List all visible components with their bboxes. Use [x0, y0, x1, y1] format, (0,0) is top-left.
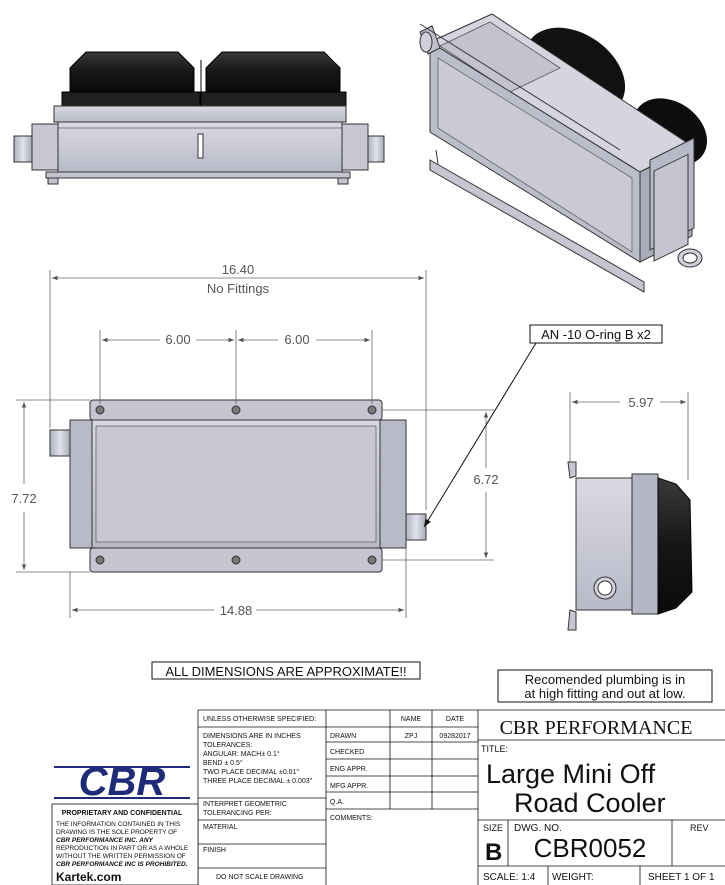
unless-specified: UNLESS OTHERWISE SPECIFIED: — [203, 716, 316, 723]
title-line-2: Road Cooler — [514, 788, 666, 818]
size-value: B — [485, 839, 502, 866]
angular-tolerance: ANGULAR: MACH± 0.1° — [203, 750, 280, 758]
top-view — [13, 51, 385, 185]
dim-body-length: 14.88 — [220, 603, 253, 618]
comments-label: COMMENTS: — [330, 815, 373, 822]
dwg-no-label: DWG. NO. — [514, 823, 562, 834]
logo-text: CBR — [79, 760, 166, 804]
isometric-view — [419, 13, 708, 293]
dim-spacing-left: 6.00 — [165, 332, 190, 347]
title-block — [197, 709, 725, 885]
website: Kartek.com — [56, 870, 121, 884]
finish-label: FINISH — [203, 847, 226, 854]
proprietary-block: PROPRIETARY AND CONFIDENTIAL THE INFORMA… — [51, 803, 199, 885]
plumbing-note-line-2: at high fitting and out at low. — [524, 686, 685, 701]
dim-height-inner: 6.72 — [473, 472, 498, 487]
proprietary-line-6: CBR PERFORMANCE INC IS PROHIBITED. — [56, 861, 188, 868]
interpret-line-1: INTERPRET GEOMETRIC — [203, 801, 287, 808]
plumbing-note-line-1: Recomended plumbing is in — [525, 672, 685, 687]
proprietary-title: PROPRIETARY AND CONFIDENTIAL — [62, 810, 183, 817]
col-name: NAME — [401, 716, 422, 723]
weight-label: WEIGHT: — [552, 872, 594, 883]
size-label: SIZE — [483, 823, 503, 833]
title-area: CBR PERFORMANCE TITLE: Large Mini Off Ro… — [481, 717, 715, 883]
title-label: TITLE: — [481, 744, 508, 754]
tolerances-label: TOLERANCES: — [203, 742, 252, 749]
callout-text: AN -10 O-ring B x2 — [541, 327, 651, 342]
two-place-tolerance: TWO PLACE DECIMAL ±0.01" — [203, 769, 299, 776]
dimension-text: 16.40 No Fittings 6.00 6.00 7.72 6.72 14… — [11, 262, 653, 618]
scale-label: SCALE: 1:4 — [483, 872, 536, 883]
approval-grid: NAME DATE DRAWN ZPJ 09282017 CHECKED ENG… — [330, 716, 471, 822]
callout-leader — [423, 324, 663, 528]
dimension-lines — [16, 270, 689, 618]
checked-label: CHECKED — [330, 749, 364, 756]
proprietary-line-4: REPRODUCTION IN PART OR AS A WHOLE — [56, 845, 189, 852]
material-label: MATERIAL — [203, 824, 238, 831]
three-place-tolerance: THREE PLACE DECIMAL ± 0.003" — [203, 778, 313, 785]
tolerance-column: UNLESS OTHERWISE SPECIFIED: DIMENSIONS A… — [203, 716, 316, 881]
dim-height-outer: 7.72 — [11, 491, 36, 506]
title-line-1: Large Mini Off — [486, 759, 656, 789]
notes: ALL DIMENSIONS ARE APPROXIMATE!! Recomen… — [151, 661, 713, 703]
proprietary-line-1: THE INFORMATION CONTAINED IN THIS — [56, 821, 181, 828]
drawn-date: 09282017 — [439, 733, 470, 740]
dim-depth: 5.97 — [628, 395, 653, 410]
eng-appr-label: ENG APPR. — [330, 766, 368, 773]
col-date: DATE — [446, 716, 464, 723]
qa-label: Q.A. — [330, 799, 344, 806]
front-view — [49, 399, 427, 573]
bend-tolerance: BEND ± 0.5° — [203, 759, 243, 767]
mfg-appr-label: MFG APPR. — [330, 783, 368, 790]
dim-overall-length: 16.40 — [222, 262, 255, 277]
rev-label: REV — [690, 823, 709, 833]
proprietary-line-2: DRAWING IS THE SOLE PROPERTY OF — [56, 829, 177, 836]
sheet-label: SHEET 1 OF 1 — [648, 872, 715, 883]
interpret-line-2: TOLERANCING PER: — [203, 810, 272, 817]
dwg-no-value: CBR0052 — [534, 833, 647, 863]
side-view — [567, 461, 693, 631]
dimensions-in-inches: DIMENSIONS ARE IN INCHES — [203, 733, 301, 740]
drawn-name: ZPJ — [405, 733, 417, 740]
dim-spacing-right: 6.00 — [284, 332, 309, 347]
company-name: CBR PERFORMANCE — [500, 717, 693, 739]
cbr-logo: CBR — [54, 760, 190, 804]
drawn-label: DRAWN — [330, 733, 356, 740]
proprietary-line-3: CBR PERFORMANCE INC. ANY — [56, 837, 154, 844]
approx-note: ALL DIMENSIONS ARE APPROXIMATE!! — [165, 664, 406, 679]
do-not-scale: DO NOT SCALE DRAWING — [216, 874, 304, 881]
proprietary-line-5: WITHOUT THE WRITTEN PERMISSION OF — [56, 853, 186, 860]
dim-overall-length-note: No Fittings — [207, 281, 270, 296]
